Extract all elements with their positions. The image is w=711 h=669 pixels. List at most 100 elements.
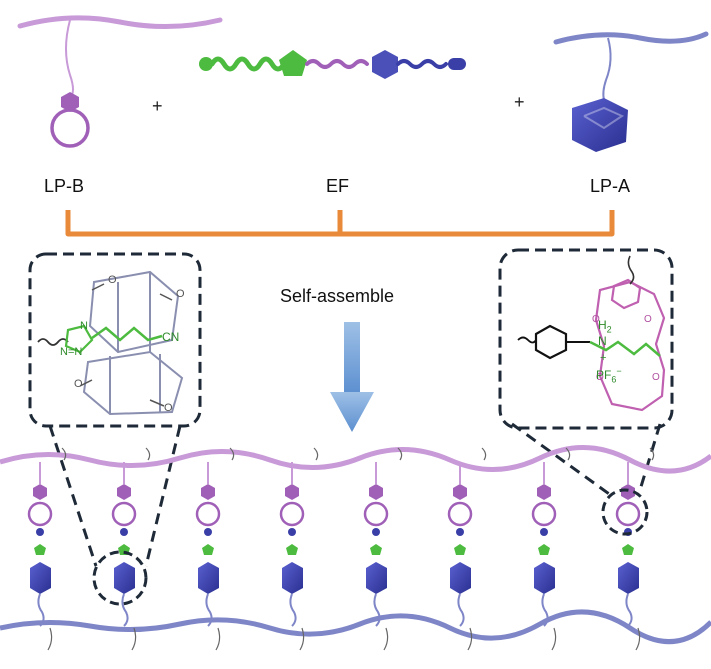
lp-b-molecule: [17, 15, 223, 148]
bottom-tether: [625, 593, 633, 627]
ef-end-dot: [204, 528, 212, 536]
chain-tail: [313, 447, 319, 461]
pillar-unit: [534, 562, 555, 594]
chain-tail: [565, 447, 571, 461]
chain-tail: [635, 627, 641, 651]
bottom-tether: [205, 593, 213, 627]
chain-tail: [47, 627, 53, 651]
assembled-unit: [447, 447, 487, 651]
pentagon-unit: [34, 544, 46, 555]
lp-a-molecule: [553, 31, 709, 152]
bottom-tether: [457, 593, 465, 627]
top-polymer-chain: [0, 445, 711, 474]
hexagon-unit: [537, 484, 551, 500]
bottom-tether: [541, 593, 549, 627]
ef-molecule: [199, 50, 466, 79]
ring-unit: [363, 501, 389, 527]
pentagon-unit: [286, 544, 298, 555]
assembled-unit: [27, 447, 67, 651]
right-counterion: PF6−: [596, 366, 622, 385]
bottom-tether: [373, 593, 381, 627]
left-n-atom: N: [80, 320, 88, 332]
pillar-unit: [198, 562, 219, 594]
pentagon-unit: [202, 544, 214, 555]
hexagon-unit: [285, 484, 299, 500]
merge-bracket: [65, 210, 615, 237]
chain-tail: [131, 627, 137, 651]
right-plus-charge: +: [600, 352, 607, 364]
pentagon-unit: [370, 544, 382, 555]
chain-tail: [481, 447, 487, 461]
chain-tail: [467, 627, 473, 651]
ef-end-dot: [456, 528, 464, 536]
pillar-unit: [282, 562, 303, 594]
pillar-unit: [30, 562, 51, 594]
lp-b-label: LP-B: [44, 176, 85, 196]
chain-tail: [299, 627, 305, 651]
plus-sign-right: +: [514, 92, 525, 112]
left-methoxy-2: O: [176, 288, 185, 300]
left-methoxy-1: O: [108, 274, 117, 286]
assembled-unit: [531, 447, 571, 651]
right-h2-group: H2: [598, 318, 612, 335]
left-highlight-circle: [92, 550, 148, 606]
ef-end-dot: [288, 528, 296, 536]
hexagon-unit: [621, 484, 635, 500]
ef-end-dot: [372, 528, 380, 536]
pillar-unit: [114, 562, 135, 594]
bottom-tether: [289, 593, 297, 627]
ring-unit: [447, 501, 473, 527]
pentagon-unit: [454, 544, 466, 555]
assembly-arrow: [330, 322, 374, 432]
pentagon-unit: [622, 544, 634, 555]
bottom-tether: [121, 593, 129, 627]
chain-tail: [215, 627, 221, 651]
hexagon-unit: [453, 484, 467, 500]
right-o-atom-2: O: [644, 314, 652, 325]
left-zoom-box: [28, 252, 202, 428]
pillar-unit: [366, 562, 387, 594]
left-triazole-n: N=N: [60, 346, 83, 358]
pillar-unit: [618, 562, 639, 594]
ring-unit: [111, 501, 137, 527]
assembled-unit: [195, 447, 235, 651]
zoom-connectors: [48, 422, 662, 567]
assembled-unit: [279, 447, 319, 651]
left-cn-group: CN: [162, 330, 180, 344]
assembled-unit: [615, 447, 655, 651]
left-methoxy-4: O: [164, 402, 173, 414]
ring-unit: [531, 501, 557, 527]
pillar-unit: [450, 562, 471, 594]
hexagon-unit: [201, 484, 215, 500]
self-assemble-label: Self-assemble: [280, 286, 395, 306]
hexagon-unit: [117, 484, 131, 500]
assembled-units: [27, 447, 655, 651]
bottom-tether: [37, 593, 45, 627]
right-o-atom-4: O: [652, 372, 660, 383]
plus-sign-left: +: [152, 96, 163, 116]
right-o-atom-3: O: [596, 372, 604, 383]
right-n-atom: N: [598, 334, 607, 348]
chain-tail: [145, 447, 151, 461]
hexagon-unit: [369, 484, 383, 500]
ring-unit: [195, 501, 221, 527]
ring-unit: [27, 501, 53, 527]
ef-label: EF: [326, 176, 350, 196]
ef-end-dot: [36, 528, 44, 536]
chain-tail: [383, 627, 389, 651]
right-highlight-circle: [601, 488, 649, 536]
left-methoxy-3: O: [74, 378, 83, 390]
right-o-atom-1: O: [592, 314, 600, 325]
ring-unit: [615, 501, 641, 527]
chain-tail: [229, 447, 235, 461]
hexagon-unit: [33, 484, 47, 500]
ef-end-dot: [120, 528, 128, 536]
chain-tail: [649, 447, 655, 461]
pentagon-unit: [538, 544, 550, 555]
chain-tail: [61, 447, 67, 461]
assembled-unit: [363, 447, 403, 651]
right-zoom-box: [498, 248, 674, 430]
bottom-polymer-chain: [0, 609, 711, 644]
